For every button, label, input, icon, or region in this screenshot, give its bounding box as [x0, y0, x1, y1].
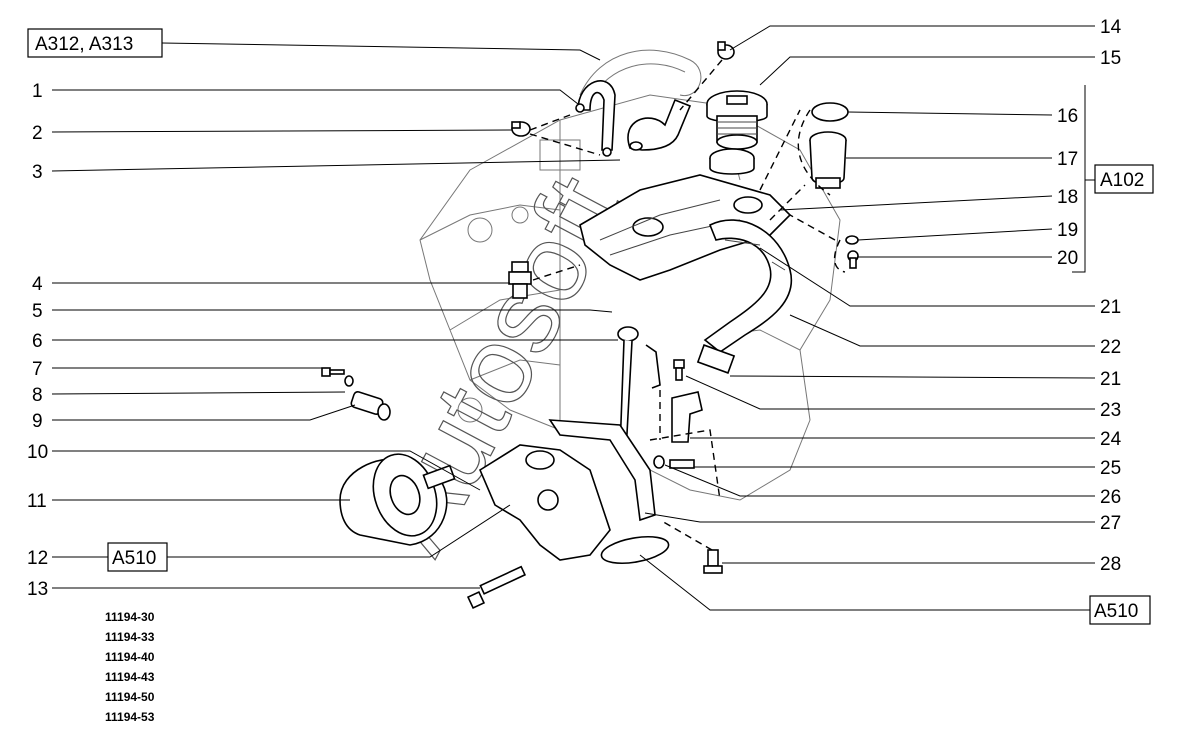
hose-clamp-14: [717, 41, 735, 60]
callout-8: 8: [32, 385, 43, 406]
callout-numbers: 1 2 3 4 5 6 7 8 9 10 11 12 13 14 15 16 1…: [27, 17, 1122, 600]
callout-27: 27: [1100, 513, 1121, 534]
engine-code: 11194-33: [105, 630, 155, 644]
callout-21a: 21: [1100, 297, 1121, 318]
callout-19: 19: [1057, 220, 1078, 241]
callout-17: 17: [1057, 149, 1078, 170]
callout-7: 7: [32, 359, 43, 380]
engine-code: 11194-43: [105, 670, 155, 684]
callout-4: 4: [32, 274, 43, 295]
oil-filter-11: [339, 453, 456, 546]
bolt-23: [673, 359, 685, 381]
callout-1: 1: [32, 81, 43, 102]
callout-10: 10: [27, 442, 48, 463]
svg-text:A510: A510: [1094, 601, 1138, 622]
filler-neck-17: [809, 131, 847, 189]
breather-hose-15: [627, 98, 692, 151]
callout-14: 14: [1100, 17, 1122, 38]
assembly-dashes: [529, 59, 836, 551]
callout-9: 9: [32, 411, 43, 432]
oil-pump-housing: [478, 419, 656, 561]
pipe-24: [671, 391, 703, 443]
engine-code: 11194-30: [105, 610, 155, 624]
filler-collar: [709, 148, 755, 175]
callout-25: 25: [1100, 458, 1121, 479]
svg-text:A510: A510: [112, 548, 156, 569]
breather-hose-1: [575, 80, 616, 157]
callout-11: 11: [27, 491, 47, 512]
washer-19: [845, 235, 859, 245]
callout-2: 2: [32, 123, 43, 144]
bolt-13: [466, 565, 527, 610]
svg-text:A312, A313: A312, A313: [35, 34, 133, 55]
callout-16: 16: [1057, 106, 1078, 127]
hose-clamp-21: [696, 344, 736, 374]
callout-21b: 21: [1100, 369, 1121, 390]
bolt-7: [321, 367, 345, 377]
washer-8: [344, 375, 354, 387]
oil-pressure-sensor-4: [508, 261, 532, 299]
ref-box-a102: A102: [1094, 164, 1154, 194]
callout-18: 18: [1057, 187, 1078, 208]
ref-box-a510-right: A510: [1089, 595, 1151, 625]
callout-6: 6: [32, 331, 43, 352]
engine-code: 11194-40: [105, 650, 155, 664]
callout-28: 28: [1100, 554, 1121, 575]
callout-13: 13: [27, 579, 48, 600]
hose-clamp-2: [511, 121, 531, 137]
bolt-25: [669, 459, 695, 469]
bolt-20: [847, 250, 859, 269]
callout-26: 26: [1100, 487, 1121, 508]
breather-hose-22: [703, 219, 793, 353]
washer-26: [653, 455, 665, 469]
callout-3: 3: [32, 162, 43, 183]
leader-lines: [51, 25, 1096, 611]
oil-filler-cap: [706, 90, 768, 150]
svg-text:A102: A102: [1100, 170, 1144, 191]
bolt-28: [703, 549, 723, 574]
callout-24: 24: [1100, 429, 1122, 450]
callout-12: 12: [27, 548, 48, 569]
fitting-9: [350, 390, 391, 421]
callout-23: 23: [1100, 400, 1121, 421]
callout-5: 5: [32, 301, 43, 322]
oil-pickup: [600, 535, 670, 565]
callout-20: 20: [1057, 248, 1078, 269]
seal-ring-16: [811, 102, 849, 122]
engine-code-list: 11194-30 11194-33 11194-40 11194-43 1119…: [105, 610, 155, 724]
ref-box-a510-left: A510: [107, 542, 168, 572]
ref-box-a312: A312, A313: [27, 28, 163, 58]
callout-22: 22: [1100, 337, 1121, 358]
engine-code: 11194-53: [105, 710, 155, 724]
callout-15: 15: [1100, 48, 1121, 69]
engine-code: 11194-50: [105, 690, 155, 704]
